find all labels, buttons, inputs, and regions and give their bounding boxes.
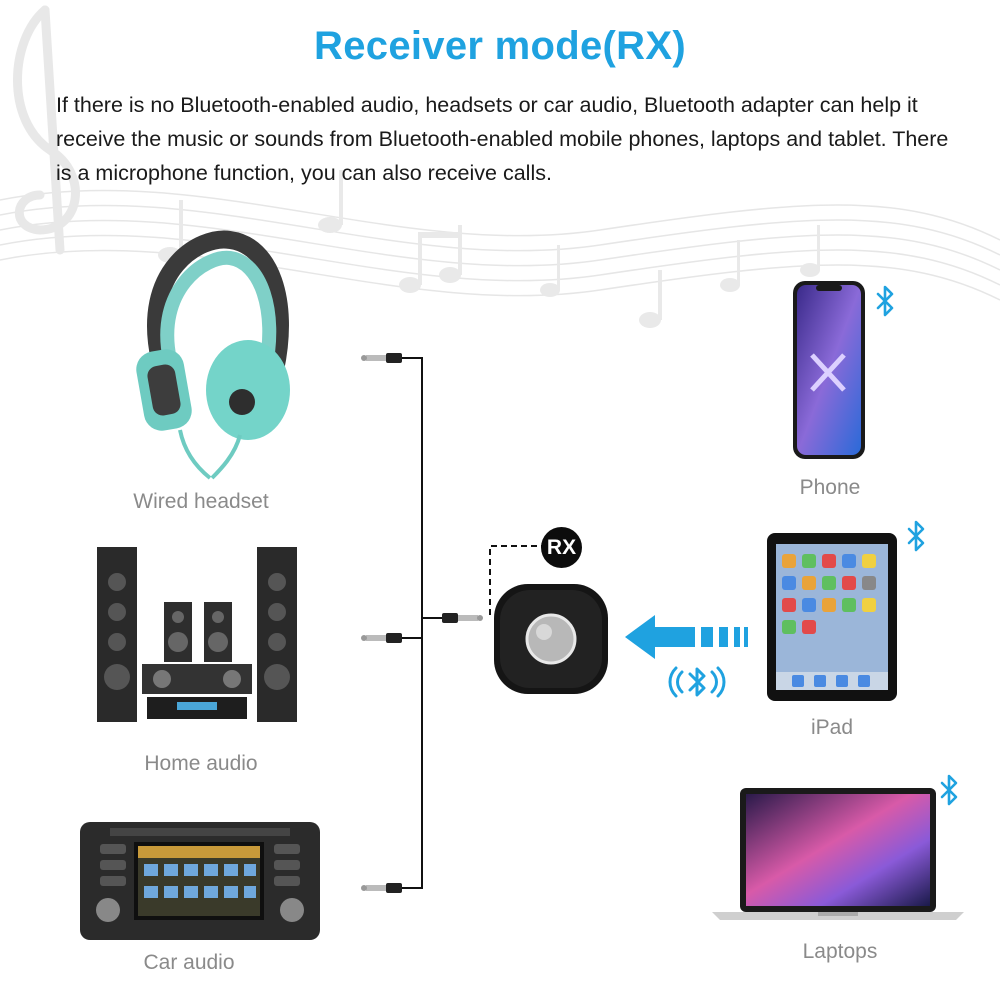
label-car-audio: Car audio — [143, 951, 235, 974]
label-laptops: Laptops — [802, 940, 878, 963]
tablet-icon — [767, 533, 897, 701]
description-text: If there is no Bluetooth-enabled audio, … — [56, 93, 949, 185]
label-home-audio: Home audio — [144, 752, 258, 775]
page-title: Receiver mode(RX) — [314, 24, 686, 68]
audio-jack-icon — [361, 633, 402, 643]
dashed-connector — [489, 545, 544, 615]
headphones-icon — [136, 230, 290, 480]
label-ipad: iPad — [810, 716, 854, 739]
audio-jack-icon — [361, 353, 402, 363]
label-phone: Phone — [799, 476, 861, 499]
label-wired-headset: Wired headset — [133, 490, 269, 513]
bluetooth-icon — [940, 774, 958, 806]
bluetooth-signal-icon — [668, 666, 726, 698]
smartphone-icon — [793, 281, 865, 459]
bluetooth-icon — [876, 285, 894, 317]
speaker-system-icon — [97, 547, 297, 722]
audio-jack-icon — [361, 883, 402, 893]
bluetooth-receiver-icon — [494, 584, 608, 694]
bluetooth-icon — [907, 520, 925, 552]
treble-clef-icon — [13, 5, 80, 255]
music-notes-icon — [158, 170, 820, 328]
car-stereo-icon — [80, 822, 320, 940]
cable-lines — [400, 357, 444, 889]
laptop-icon — [712, 788, 964, 920]
rx-badge: RX — [541, 527, 582, 568]
arrow-left-icon — [625, 615, 748, 659]
audio-jack-icon — [442, 613, 483, 623]
